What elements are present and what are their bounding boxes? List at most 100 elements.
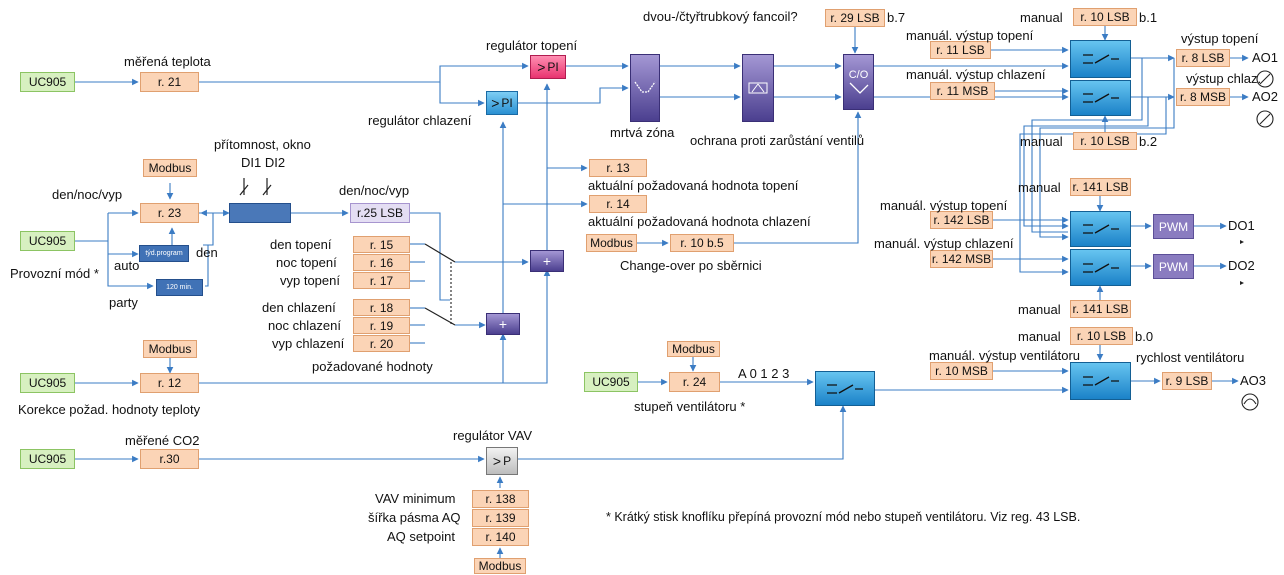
pi-cooling-label: PI (501, 96, 513, 110)
weekly-program-block: týd.program (139, 245, 189, 262)
switch-cool-output (1070, 80, 1131, 116)
label-out-cool: výstup chlaz. (1186, 71, 1262, 86)
label-manual-out-cool-2: manuál. výstup chlazení (874, 236, 1014, 251)
deadzone-icon (634, 81, 656, 93)
switch-icon (1082, 93, 1119, 103)
label-aq-setpoint: AQ setpoint (387, 529, 455, 544)
label-manual-top: manual (1020, 10, 1063, 25)
valve-protection-block (742, 54, 774, 122)
register-14: r. 14 (589, 195, 647, 213)
label-fan-speed: rychlost ventilátoru (1136, 350, 1245, 365)
register-142-lsb: r. 142 LSB (930, 211, 993, 229)
p-vav-regulator: >P (486, 447, 518, 475)
label-day-night-off: den/noc/vyp (52, 187, 123, 202)
pwm-block-1: PWM (1153, 214, 1194, 239)
switch-icon (1082, 54, 1119, 64)
presence-block (229, 203, 291, 223)
label-manual-mid: manual (1020, 134, 1063, 149)
label-vyp-chlazeni: vyp chlazení (272, 336, 345, 351)
label-heat-regulator: regulátor topení (486, 38, 578, 53)
modbus-fan: Modbus (667, 341, 720, 357)
label-manual-out-heat: manuál. výstup topení (906, 28, 1034, 43)
register-18: r. 18 (353, 299, 410, 316)
label-correction: Korekce požad. hodnoty teploty (18, 402, 201, 417)
label-manual-out-cool: manuál. výstup chlazení (906, 67, 1046, 82)
label-manual-do2: manual (1018, 302, 1061, 317)
uc905-temp-input: UC905 (20, 72, 75, 92)
register-17: r. 17 (353, 272, 410, 289)
pi-heating-label: PI (547, 60, 559, 74)
label-ao1: AO1 (1252, 50, 1279, 65)
p-vav-label: P (503, 454, 512, 468)
label-changeover: Change-over po sběrnici (620, 258, 762, 273)
register-11-lsb: r. 11 LSB (930, 41, 991, 59)
pi-heating-regulator: >PI (530, 55, 566, 79)
label-manual-fan: manual (1018, 329, 1061, 344)
label-fan-levels: A 0 1 2 3 (738, 366, 790, 381)
modbus-changeover: Modbus (586, 234, 637, 252)
label-b2: b.2 (1139, 134, 1158, 149)
label-noc-topeni: noc topení (276, 255, 337, 270)
switch-fan (1070, 362, 1131, 400)
register-10-lsb-fan: r. 10 LSB (1070, 327, 1133, 345)
label-aq-band: šířka pásma AQ (368, 510, 461, 525)
register-139: r. 139 (472, 509, 529, 527)
register-30: r.30 (140, 449, 199, 469)
register-141-lsb-top: r. 141 LSB (1070, 178, 1131, 196)
register-142-msb: r. 142 MSB (930, 250, 993, 268)
register-140: r. 140 (472, 528, 529, 546)
uc905-correction-input: UC905 (20, 373, 75, 393)
register-13: r. 13 (589, 159, 647, 177)
register-11-msb: r. 11 MSB (930, 82, 995, 100)
label-manual-out-heat-2: manuál. výstup topení (880, 198, 1008, 213)
label-di: DI1 DI2 (241, 155, 286, 170)
register-23: r. 23 (140, 203, 199, 223)
label-den-chlazeni: den chlazení (262, 300, 336, 315)
label-deadzone: mrtvá zóna (610, 125, 675, 140)
register-138: r. 138 (472, 490, 529, 508)
changeover-switch-icon (849, 82, 868, 94)
modbus-correction: Modbus (143, 340, 197, 358)
label-out-heat: výstup topení (1181, 31, 1259, 46)
label-manual-out-fan: manuál. výstup ventilátoru (929, 348, 1081, 363)
switch-do2 (1070, 249, 1131, 286)
label-day-night-off-2: den/noc/vyp (339, 183, 410, 198)
register-9-lsb: r. 9 LSB (1162, 372, 1212, 390)
label-operating-mode: Provozní mód * (10, 266, 99, 281)
register-8-msb: r. 8 MSB (1176, 88, 1230, 106)
label-measured-co2: měřené CO2 (125, 433, 200, 448)
register-29-lsb: r. 29 LSB (825, 9, 885, 27)
label-measured-temp: měřená teplota (124, 54, 211, 69)
label-party: party (109, 295, 138, 310)
switch-fan-stage (815, 371, 875, 406)
register-10-b5: r. 10 b.5 (670, 234, 734, 252)
label-auto: auto (114, 258, 140, 273)
register-10-lsb-mid: r. 10 LSB (1073, 132, 1137, 150)
register-25-lsb: r.25 LSB (350, 203, 410, 223)
changeover-label: C/O (848, 69, 869, 81)
switch-icon (827, 383, 863, 394)
label-do1: DO1 (1228, 218, 1255, 233)
changeover-block: C/O (843, 54, 874, 110)
plus-block-heat: + (530, 250, 564, 272)
label-do2: DO2 (1228, 258, 1255, 273)
label-setpoints: požadované hodnoty (312, 359, 433, 374)
pwm-block-2: PWM (1153, 254, 1194, 279)
register-10-msb: r. 10 MSB (930, 362, 993, 380)
label-b1: b.1 (1139, 10, 1158, 25)
footnote: * Krátký stisk knoflíku přepíná provozní… (606, 510, 1081, 524)
register-24: r. 24 (669, 372, 720, 392)
label-vav-min: VAV minimum (375, 491, 456, 506)
label-b7: b.7 (887, 10, 906, 25)
switch-icon (1082, 262, 1119, 273)
label-valve-protection: ochrana proti zarůstání ventilů (690, 133, 865, 148)
label-b0: b.0 (1135, 329, 1154, 344)
label-fancoil: dvou-/čtyřtrubkový fancoil? (643, 9, 798, 24)
uc905-fan-input: UC905 (584, 372, 638, 392)
label-manual-do1: manual (1018, 180, 1061, 195)
label-current-cool-setpoint: aktuální požadovaná hodnota chlazení (588, 214, 811, 229)
register-8-lsb: r. 8 LSB (1176, 49, 1230, 67)
valve-icon (748, 82, 768, 94)
register-21: r. 21 (140, 72, 199, 92)
